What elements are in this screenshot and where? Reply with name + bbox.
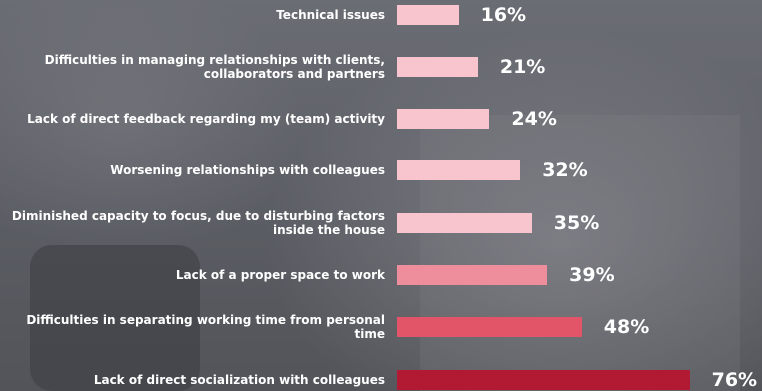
value-label: 32% [542,159,588,181]
value-label: 21% [499,56,546,78]
value-label: 48% [603,316,650,338]
bar [397,5,459,25]
bar [397,265,548,285]
value-label: 76% [711,369,758,391]
category-label: Difficulties in separating working time … [26,313,385,341]
category-label: Lack of direct socialization with collea… [93,373,385,387]
bar [397,57,478,77]
category-label: Difficulties in managing relationships w… [44,53,385,81]
category-label: Lack of direct feedback regarding my (te… [27,112,385,126]
value-label: 24% [511,108,557,130]
bar [397,370,690,390]
bar [397,109,490,129]
value-label: 35% [553,212,600,234]
category-label: Diminished capacity to focus, due to dis… [11,209,385,237]
bar [397,213,532,233]
category-label: Worsening relationships with colleagues [110,163,385,177]
bar [397,160,521,180]
value-label: 16% [480,4,527,26]
value-label: 39% [569,264,615,286]
category-label: Technical issues [276,8,385,22]
bar [397,317,582,337]
category-label: Lack of a proper space to work [175,268,385,282]
phone-shape [30,245,200,391]
